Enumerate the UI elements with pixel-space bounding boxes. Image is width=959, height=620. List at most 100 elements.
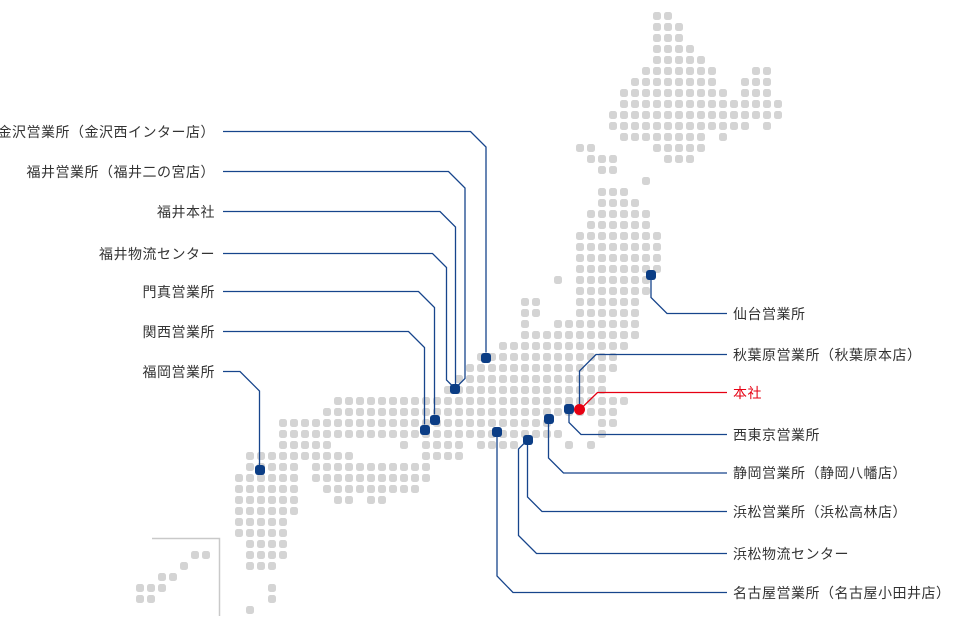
map-dot (268, 496, 276, 504)
map-dot (400, 408, 408, 416)
map-dot (444, 386, 452, 394)
map-dot (543, 364, 551, 372)
map-dot (554, 375, 562, 383)
office-label-nishitokyo: 西東京営業所 (733, 426, 820, 443)
map-dot (642, 276, 650, 284)
map-dot (422, 397, 430, 405)
map-dot (752, 67, 760, 75)
map-dot (631, 133, 639, 141)
map-dot (576, 276, 584, 284)
map-dot (576, 320, 584, 328)
map-dot (708, 78, 716, 86)
map-dot (653, 78, 661, 86)
map-dot (653, 122, 661, 130)
map-dot (609, 309, 617, 317)
map-dot (554, 276, 562, 284)
map-dot (620, 342, 628, 350)
map-dot (686, 89, 694, 97)
map-dot (433, 430, 441, 438)
map-dot (587, 155, 595, 163)
map-dot (587, 221, 595, 229)
map-dot (576, 331, 584, 339)
map-dot (609, 331, 617, 339)
map-dot (598, 364, 606, 372)
map-dot (389, 463, 397, 471)
map-dot (664, 89, 672, 97)
map-dot (257, 474, 265, 482)
map-dot (312, 463, 320, 471)
office-label-shizuoka: 静岡営業所（静岡八幡店） (733, 465, 907, 481)
map-dot (279, 518, 287, 526)
map-dot (521, 375, 529, 383)
map-dot (653, 100, 661, 108)
map-dot (444, 441, 452, 449)
map-dot (752, 78, 760, 86)
map-dot (268, 518, 276, 526)
map-dot (268, 595, 276, 603)
leader-line-kadoma (223, 290, 436, 415)
map-dot (598, 210, 606, 218)
map-dot (730, 122, 738, 130)
map-dot (664, 155, 672, 163)
map-dot (587, 232, 595, 240)
map-dot (576, 309, 584, 317)
marker-nishitokyo (564, 403, 574, 414)
map-dot (620, 221, 628, 229)
map-dot (356, 397, 364, 405)
map-dot (246, 551, 254, 559)
map-dot (653, 23, 661, 31)
map-dot (389, 474, 397, 482)
map-dot (532, 397, 540, 405)
map-dot (609, 155, 617, 163)
map-dot (697, 56, 705, 64)
map-dot (521, 331, 529, 339)
map-dot (554, 430, 562, 438)
map-dot (543, 375, 551, 383)
map-dot (290, 441, 298, 449)
leader-line-shizuoka (547, 423, 727, 474)
map-dot (708, 111, 716, 119)
map-dot (444, 430, 452, 438)
map-dot (257, 485, 265, 493)
map-dot (609, 287, 617, 295)
map-dot (466, 364, 474, 372)
map-dot (499, 408, 507, 416)
map-dot (697, 89, 705, 97)
map-dot (367, 430, 375, 438)
map-dot (477, 408, 485, 416)
map-dot (554, 331, 562, 339)
map-dot (609, 188, 617, 196)
map-dot (345, 474, 353, 482)
map-dot (587, 408, 595, 416)
map-dot (598, 342, 606, 350)
map-dot (609, 199, 617, 207)
map-dot (675, 56, 683, 64)
map-dot (631, 100, 639, 108)
map-dot (488, 386, 496, 394)
map-dot (257, 452, 265, 460)
map-dot (345, 397, 353, 405)
map-dot (620, 276, 628, 284)
map-dot (609, 243, 617, 251)
map-dot (521, 397, 529, 405)
map-dot (598, 265, 606, 273)
map-dot (510, 375, 518, 383)
map-dot (576, 243, 584, 251)
map-dot (675, 155, 683, 163)
map-dot (378, 419, 386, 427)
map-dot (620, 298, 628, 306)
map-dot (356, 419, 364, 427)
leader-line-fukui-honsha (223, 210, 457, 384)
map-dot (730, 111, 738, 119)
leader-line-fukuoka (223, 370, 261, 465)
map-dot (422, 408, 430, 416)
map-dot (246, 474, 254, 482)
marker-fukui-honsha (450, 383, 460, 394)
map-dot (653, 56, 661, 64)
map-dot (510, 397, 518, 405)
map-dot (554, 408, 562, 416)
map-dot (587, 309, 595, 317)
map-dot (609, 111, 617, 119)
map-dot (532, 364, 540, 372)
map-dot (609, 276, 617, 284)
